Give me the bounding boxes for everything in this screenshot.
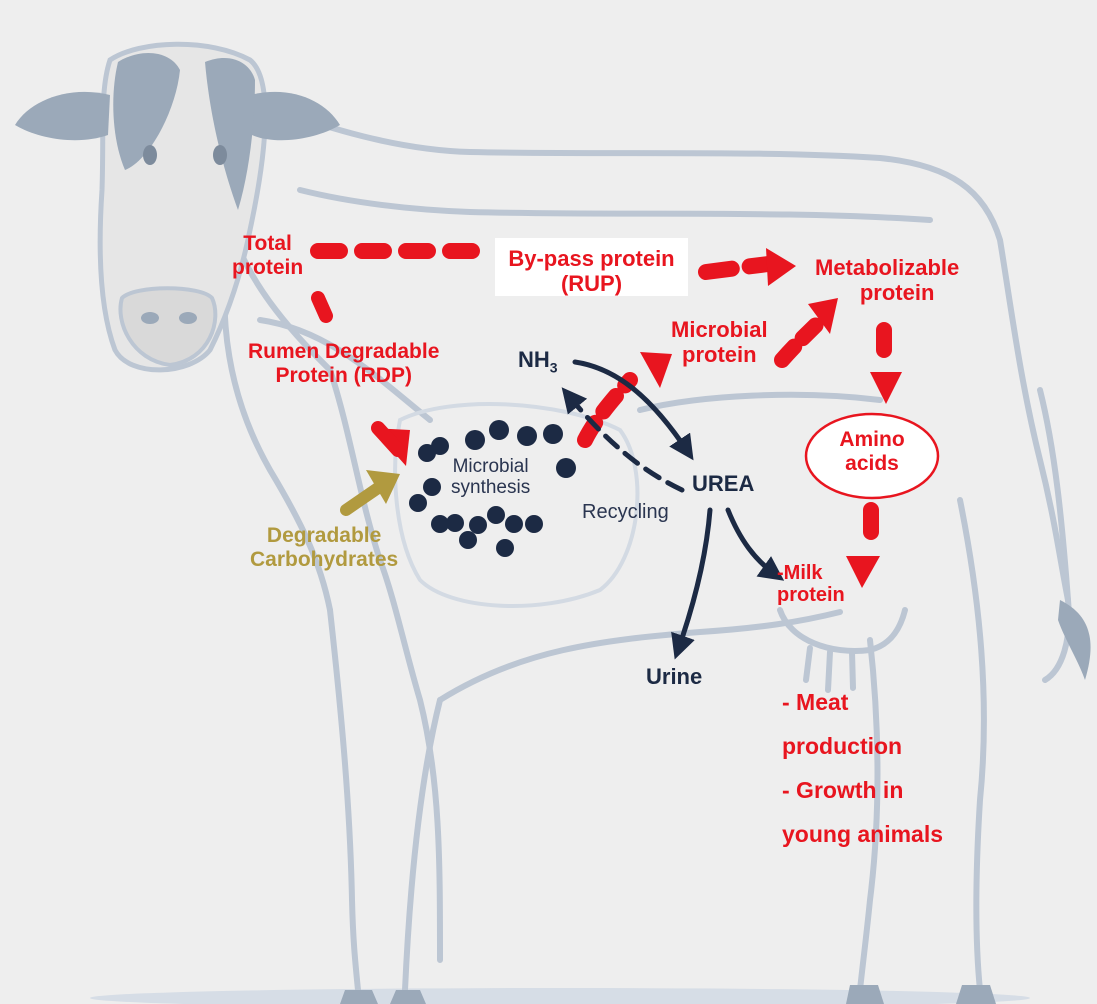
label-bypass-protein: By-pass protein (RUP) bbox=[503, 247, 680, 296]
arrowhead-to-microbial-protein bbox=[640, 352, 672, 388]
label-urine: Urine bbox=[646, 665, 702, 690]
label-microbial-synthesis: Microbial synthesis bbox=[451, 456, 530, 499]
label-milk-protein: -Milk protein bbox=[777, 562, 845, 607]
flow-microbial-to-metabolizable bbox=[782, 323, 818, 360]
label-microbial-protein: Microbial protein bbox=[671, 318, 768, 367]
label-total-protein: Total protein bbox=[232, 232, 303, 279]
label-amino-acids: Amino acids bbox=[825, 428, 919, 475]
label-metabolizable-protein: Metabolizable protein bbox=[815, 256, 959, 305]
label-outcomes: - Meat production - Growth in young anim… bbox=[782, 680, 943, 856]
arrowhead-to-milk bbox=[846, 556, 880, 588]
ground-shadow bbox=[90, 988, 1030, 1004]
cow-head bbox=[15, 44, 340, 370]
label-degradable-carbohydrates: Degradable Carbohydrates bbox=[250, 524, 398, 571]
label-rdp: Rumen Degradable Protein (RDP) bbox=[248, 340, 439, 387]
flow-bypass-to-metabolizable bbox=[706, 264, 768, 272]
label-recycling: Recycling bbox=[582, 501, 669, 523]
tail-tuft bbox=[1058, 600, 1091, 680]
label-urea: UREA bbox=[692, 472, 754, 497]
carbohydrates-arrow bbox=[346, 470, 400, 510]
flow-total-to-rdp bbox=[318, 298, 326, 316]
flow-synthesis-to-microbial-protein bbox=[585, 380, 630, 440]
label-nh3: NH3 bbox=[518, 348, 558, 376]
arrowhead-to-metabolizable bbox=[766, 248, 796, 286]
flow-urea-to-milk bbox=[728, 510, 776, 575]
